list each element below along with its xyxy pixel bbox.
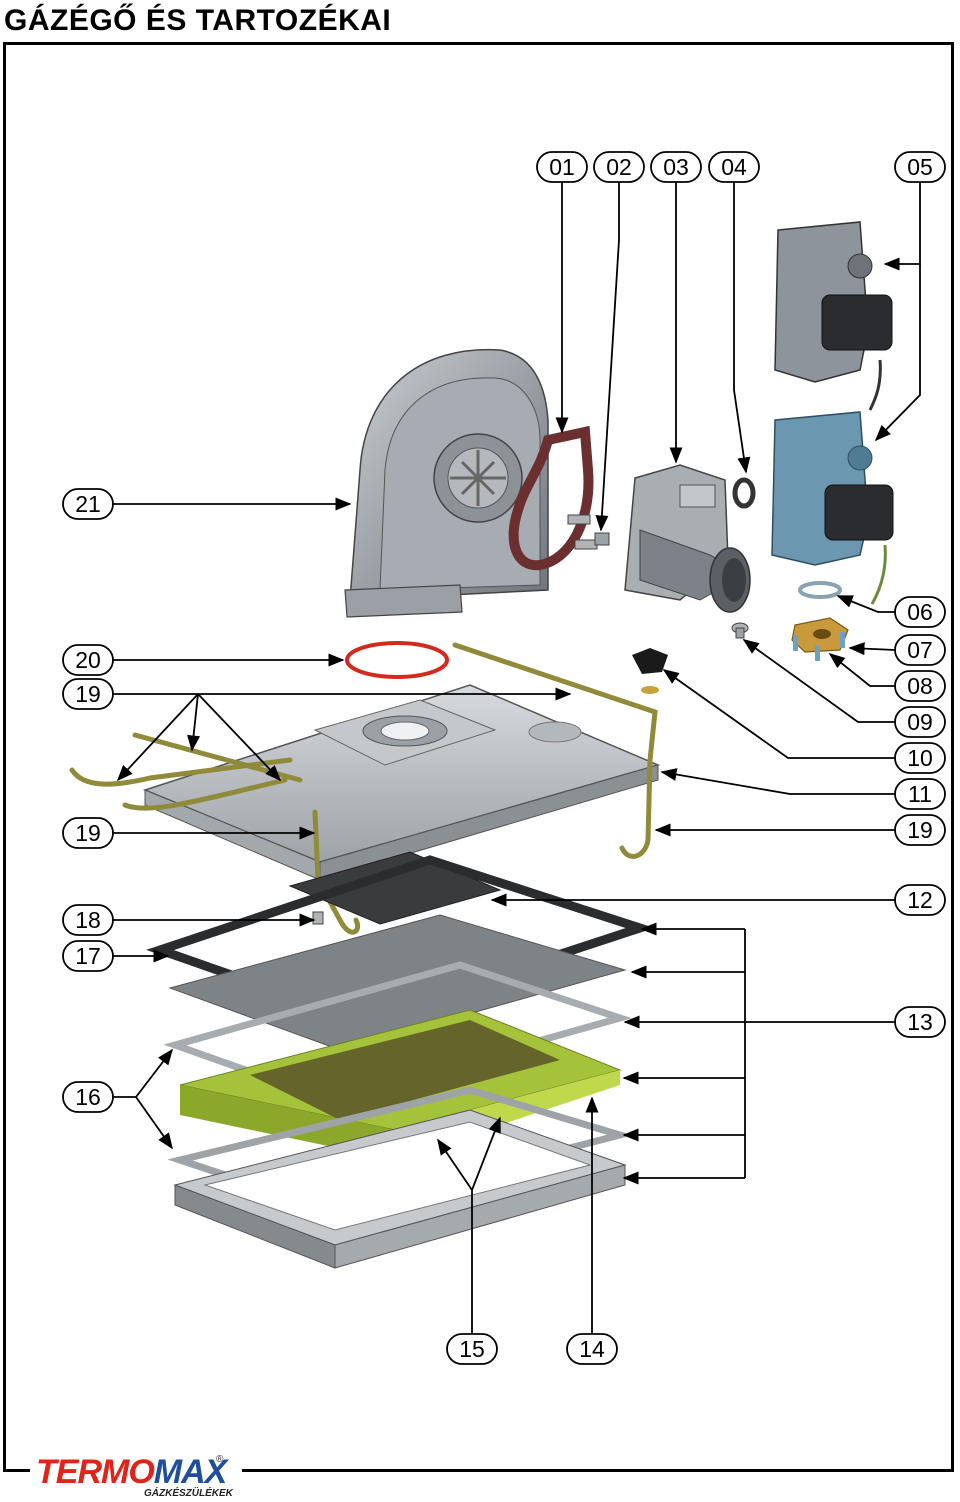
flange-screw-part — [793, 632, 845, 661]
callout-label: 05 — [907, 154, 933, 180]
callout-09: 09 — [894, 706, 946, 738]
callout-16: 16 — [62, 1081, 114, 1113]
callout-18: 18 — [62, 904, 114, 936]
ignition-rod-part — [69, 642, 658, 935]
callout-label: 06 — [907, 599, 933, 625]
callout-03: 03 — [650, 151, 702, 183]
small-screw-part — [731, 622, 749, 639]
callout-label: 12 — [907, 887, 933, 913]
callout-label: 08 — [907, 673, 933, 699]
valve-seal-part — [798, 581, 842, 599]
gas-flange-part — [791, 617, 849, 653]
logo-red-part: TERMO — [36, 1453, 155, 1491]
callout-15: 15 — [446, 1333, 498, 1365]
callout-label: 11 — [908, 781, 932, 807]
callout-19-left-top: 19 — [62, 678, 114, 710]
termomax-logo: TERMOMAX ® GÁZKÉSZÜLÉKEK — [36, 1452, 236, 1500]
callout-08: 08 — [894, 670, 946, 702]
callout-label: 03 — [663, 154, 689, 180]
callout-13: 13 — [894, 1006, 946, 1038]
callout-label: 04 — [721, 154, 747, 180]
burner-plate-part — [142, 684, 661, 881]
callout-01: 01 — [536, 151, 588, 183]
gas-valve-blue-part — [771, 411, 894, 605]
callout-label: 20 — [75, 647, 101, 673]
burner-o-ring-part — [345, 641, 449, 679]
diagram-frame — [3, 42, 954, 1472]
blower-gasket-part — [508, 425, 594, 571]
callout-label: 07 — [907, 637, 933, 663]
callout-label: 16 — [75, 1084, 101, 1110]
mesh-screw-part — [312, 911, 324, 925]
callout-label: 17 — [75, 943, 101, 969]
logo-subtitle: GÁZKÉSZÜLÉKEK — [144, 1488, 233, 1499]
callout-12: 12 — [894, 884, 946, 916]
frame-part — [167, 1086, 634, 1269]
callout-20: 20 — [62, 644, 114, 676]
gas-valve-grey-part — [774, 221, 893, 411]
fan-blower-part — [344, 348, 549, 618]
callout-label: 21 — [75, 491, 101, 517]
callout-14: 14 — [566, 1333, 618, 1365]
callout-label: 19 — [75, 681, 101, 707]
logo-wordmark: TERMOMAX — [36, 1452, 228, 1492]
callout-label: 09 — [907, 709, 933, 735]
callout-10: 10 — [894, 742, 946, 774]
callout-17: 17 — [62, 940, 114, 972]
callout-label: 01 — [549, 154, 575, 180]
callout-label: 18 — [75, 907, 101, 933]
logo-backing — [30, 1462, 242, 1486]
callout-label: 13 — [907, 1009, 933, 1035]
callout-19-right: 19 — [894, 814, 946, 846]
callout-label: 02 — [606, 154, 632, 180]
page-title: GÁZÉGŐ ÉS TARTOZÉKAI — [4, 4, 392, 37]
callout-label: 19 — [75, 820, 101, 846]
callout-06: 06 — [894, 596, 946, 628]
callout-21: 21 — [62, 488, 114, 520]
callout-label: 14 — [579, 1336, 605, 1362]
callout-05: 05 — [894, 151, 946, 183]
insulation-mat-part — [179, 1009, 622, 1160]
callout-19-left-bottom: 19 — [62, 817, 114, 849]
venturi-mixer-part — [624, 464, 751, 613]
callout-11: 11 — [894, 778, 946, 810]
callout-02: 02 — [593, 151, 645, 183]
callout-label: 19 — [907, 817, 933, 843]
leader-lines — [113, 182, 921, 1334]
washer-part — [732, 477, 756, 509]
screw-part — [567, 514, 610, 550]
callout-label: 15 — [459, 1336, 485, 1362]
callout-04: 04 — [708, 151, 760, 183]
logo-blue-part: MAX — [153, 1453, 228, 1491]
callout-label: 10 — [907, 745, 933, 771]
callout-07: 07 — [894, 634, 946, 666]
registered-mark: ® — [216, 1454, 224, 1465]
